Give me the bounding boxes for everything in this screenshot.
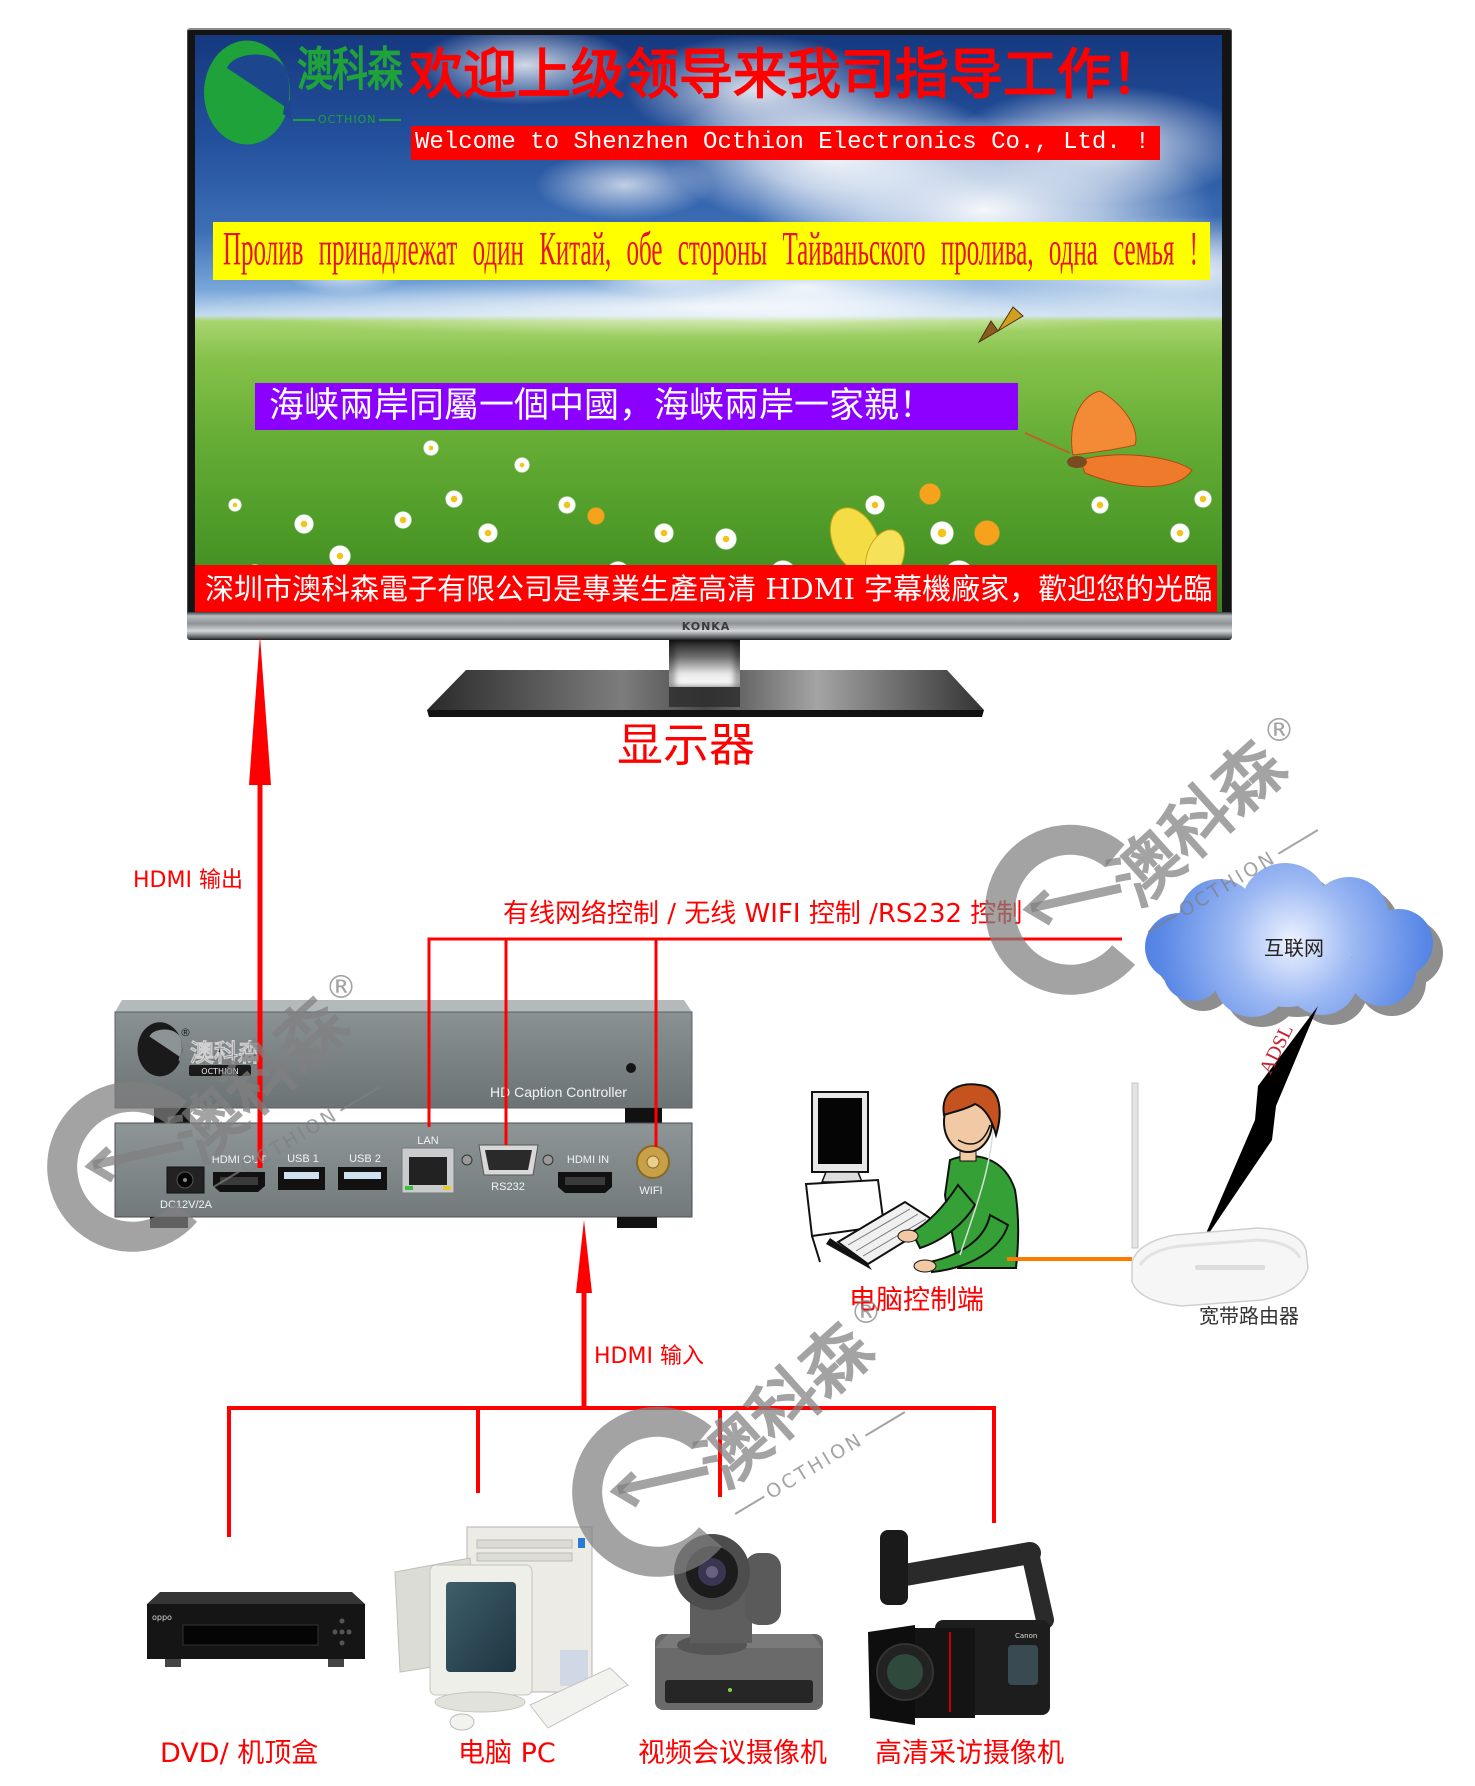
dvd-player-image: oppo xyxy=(147,1592,365,1667)
conference-camera-label: 视频会议摄像机 xyxy=(638,1738,827,1769)
internet-label: 互联网 xyxy=(1264,936,1324,960)
bottom-scrolling-caption-banner: 深圳市澳科森電子有限公司是專業生產高清 HDMI 字幕機廠家，歡迎您的光臨！ xyxy=(195,565,1217,613)
screen-title-caption: 欢迎上级领导来我司指导工作！ xyxy=(409,43,1165,106)
octhion-logo-icon xyxy=(204,40,291,145)
hdmi-input-arrow xyxy=(576,1220,592,1410)
hdmi-out-port-label: HDMI OUT xyxy=(212,1154,267,1166)
control-methods-label: 有线网络控制 / 无线 WIFI 控制 /RS232 控制 xyxy=(503,899,1023,929)
dc-power-jack-port xyxy=(166,1166,205,1194)
pc-control-operator-image xyxy=(804,1083,1020,1274)
monitor-label: 显示器 xyxy=(617,718,755,772)
monitor-bottom-bezel xyxy=(187,612,1232,640)
welcome-caption-banner: Welcome to Shenzhen Octhion Electronics … xyxy=(411,126,1160,160)
conference-ptz-camera-image xyxy=(655,1534,823,1710)
pc-control-label: 电脑控制端 xyxy=(849,1285,984,1316)
hdmi-out-port xyxy=(213,1172,265,1192)
dvd-settop-label: DVD/ 机顶盒 xyxy=(160,1738,319,1769)
usb2-port xyxy=(338,1167,387,1190)
screen-logo-subtext: OCTHION xyxy=(293,114,401,125)
hdmi-output-label: HDMI 输出 xyxy=(133,868,243,893)
small-butterfly-icon xyxy=(977,306,1024,344)
wifi-antenna-connector xyxy=(636,1145,670,1179)
usb1-port-label: USB 1 xyxy=(287,1153,319,1165)
purple-caption-banner: 海峡兩岸同屬一個中國，海峡兩岸一家親！ xyxy=(255,383,1018,430)
device-logo-name: 澳科森 xyxy=(190,1039,263,1067)
hdmi-source-bus xyxy=(227,1406,996,1537)
screen-logo-name: 澳科森 xyxy=(297,44,403,98)
adsl-link: ADSL xyxy=(1201,1006,1318,1245)
device-logo-icon xyxy=(137,1022,185,1077)
lan-port xyxy=(401,1147,455,1194)
lightning-bolt-icon xyxy=(1201,1006,1318,1245)
device-model-label: HD Caption Controller xyxy=(490,1084,627,1100)
pc-source-label: 电脑 PC xyxy=(458,1738,556,1769)
ir-sensor-icon xyxy=(626,1063,636,1073)
butterfly-decoration xyxy=(829,306,1193,585)
monitor-stand-neck xyxy=(669,640,740,687)
camcorder-brand: Canon xyxy=(1015,1632,1037,1640)
orange-butterfly-icon xyxy=(1024,390,1193,487)
hd-camcorder-image: Canon xyxy=(868,1530,1054,1725)
caption-controller-device: ® 澳科森 OCTHION HD Caption Controller xyxy=(114,1000,693,1228)
device-logo-subtext: OCTHION xyxy=(201,1067,238,1076)
rs232-port xyxy=(461,1144,554,1176)
camcorder-label: 高清采访摄像机 xyxy=(875,1738,1064,1769)
control-lines xyxy=(427,937,1122,1147)
internet-cloud-icon: 互联网 xyxy=(1145,863,1443,1027)
wifi-port-label: WIFI xyxy=(639,1185,662,1197)
rs232-port-label: RS232 xyxy=(491,1181,525,1193)
hdmi-input-label: HDMI 输入 xyxy=(594,1344,704,1369)
russian-caption-banner: Пролив принадлежат один Китай, обе сторо… xyxy=(213,222,1210,280)
hdmi-in-port-label: HDMI IN xyxy=(567,1154,609,1166)
hdmi-in-port xyxy=(558,1172,612,1193)
monitor-screen: 澳科森 OCTHION 欢迎上级领导来我司指导工作！ Welcome to Sh… xyxy=(195,35,1222,613)
monitor-brand: KONKA xyxy=(681,620,731,633)
device-logo-registered: ® xyxy=(180,1026,191,1039)
lan-port-label: LAN xyxy=(417,1135,438,1147)
broadband-router-image xyxy=(1131,1082,1309,1307)
usb2-port-label: USB 2 xyxy=(349,1153,381,1165)
dc-port-label: DC12V/2A xyxy=(160,1199,213,1211)
hdmi-output-arrow xyxy=(249,636,271,1168)
monitor-stand xyxy=(427,670,984,717)
desktop-pc-image xyxy=(394,1526,629,1731)
usb1-port xyxy=(278,1167,325,1190)
router-label: 宽带路由器 xyxy=(1199,1304,1299,1328)
dvd-brand: oppo xyxy=(152,1613,172,1622)
